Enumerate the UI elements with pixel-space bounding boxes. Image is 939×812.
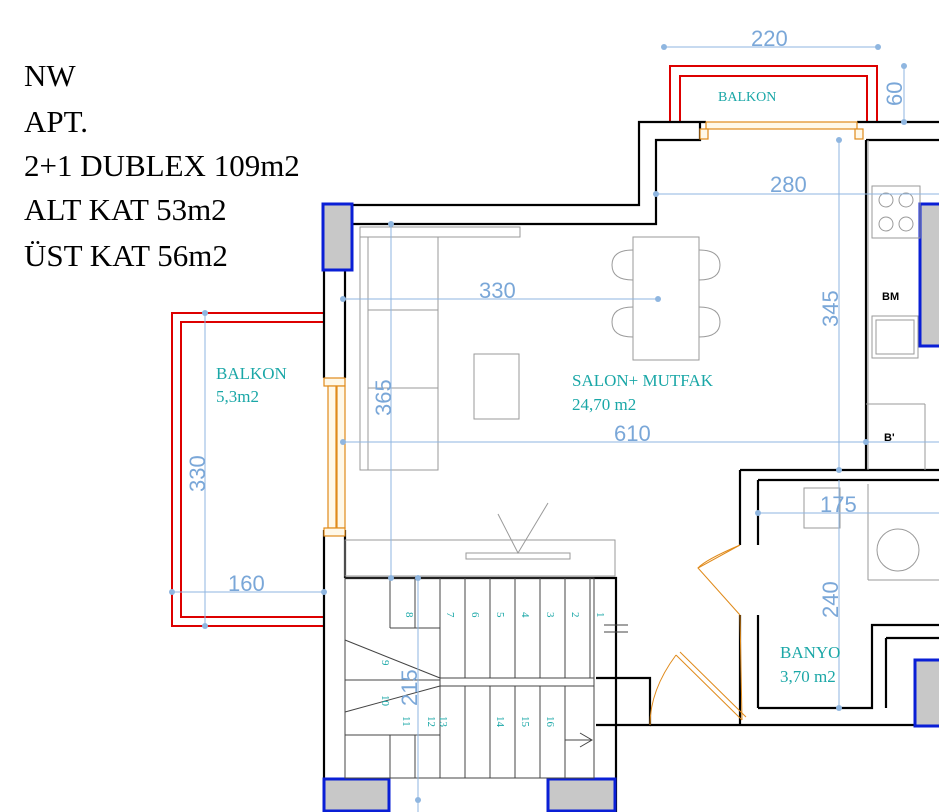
room-label-left-balkon: BALKON [216,364,287,383]
stair-step-9: 9 [379,660,391,666]
info-line-type: APT. [24,104,89,139]
dimension-60: 60 [882,82,907,106]
stair-step-12: 12 [425,716,437,727]
left-balcony-rail [171,312,323,627]
column-left-top [321,202,354,272]
room-area-banyo: 3,70 m2 [780,667,836,686]
info-line-layout: 2+1 DUBLEX 109m2 [24,148,300,183]
column-bottom-left [322,777,391,812]
stair-step-1: 1 [594,612,606,618]
columns [321,202,939,812]
stair-step-6: 6 [469,612,481,618]
column-bottom-right [546,777,617,812]
window-left-balcony [327,385,337,529]
room-label-banyo: BANYO [780,643,840,662]
dimension-220: 220 [751,26,788,51]
dimension-610: 610 [614,421,651,446]
stair-step-5: 5 [494,612,506,618]
shower-tray [876,528,920,572]
dimension-lines [169,44,939,812]
toilet [803,487,841,529]
staircase [344,577,628,779]
windows [323,121,864,537]
stair-step-8: 8 [403,612,415,618]
walls [322,120,939,812]
room-label-salon: SALON+ MUTFAK [572,371,714,390]
doors [649,544,747,726]
dimension-175: 175 [820,492,857,517]
stair-step-11: 11 [400,716,412,727]
dimension-330-balkon: 330 [185,455,210,492]
top-balcony-rail [669,65,878,122]
dimension-160: 160 [228,571,265,596]
stair-step-14: 14 [494,716,506,728]
info-line-name: NW [24,58,76,93]
window-top-balcony [705,121,858,130]
stair-step-7: 7 [444,612,456,618]
info-line-lower-floor: ALT KAT 53m2 [24,192,227,227]
window-left-frame-top [323,377,346,387]
sofa [359,226,521,471]
room-label-top-balkon: BALKON [718,90,776,105]
column-right-bath [913,658,939,728]
coffee-table [473,353,520,420]
stair-step-4: 4 [519,612,531,618]
dimension-240: 240 [818,581,843,618]
kitchen-counter [866,140,926,470]
column-right-kitchen [918,202,939,348]
info-line-upper-floor: ÜST KAT 56m2 [24,238,228,273]
stair-step-numbers: 1 2 3 4 5 6 7 8 9 10 11 12 13 14 15 16 [379,612,606,728]
dimension-215: 215 [397,669,422,706]
room-area-left-balkon: 5,3m2 [216,387,259,406]
stair-step-2: 2 [569,612,581,618]
appliance-label: B' [884,432,895,444]
dimension-280: 280 [770,172,807,197]
dimension-345: 345 [818,290,843,327]
stair-step-3: 3 [544,612,556,618]
stair-step-16: 16 [544,716,556,728]
dimension-365: 365 [371,379,396,416]
tv-unit [344,502,616,577]
dimension-330-salon: 330 [479,278,516,303]
dishwasher-label: BM [882,291,899,303]
stair-step-15: 15 [519,716,531,728]
room-area-salon: 24,70 m2 [572,395,636,414]
stair-step-10: 10 [379,695,391,707]
cooktop [871,185,921,239]
stair-step-13: 13 [437,716,449,728]
bathroom-fixtures [803,484,939,581]
sink [871,315,919,359]
